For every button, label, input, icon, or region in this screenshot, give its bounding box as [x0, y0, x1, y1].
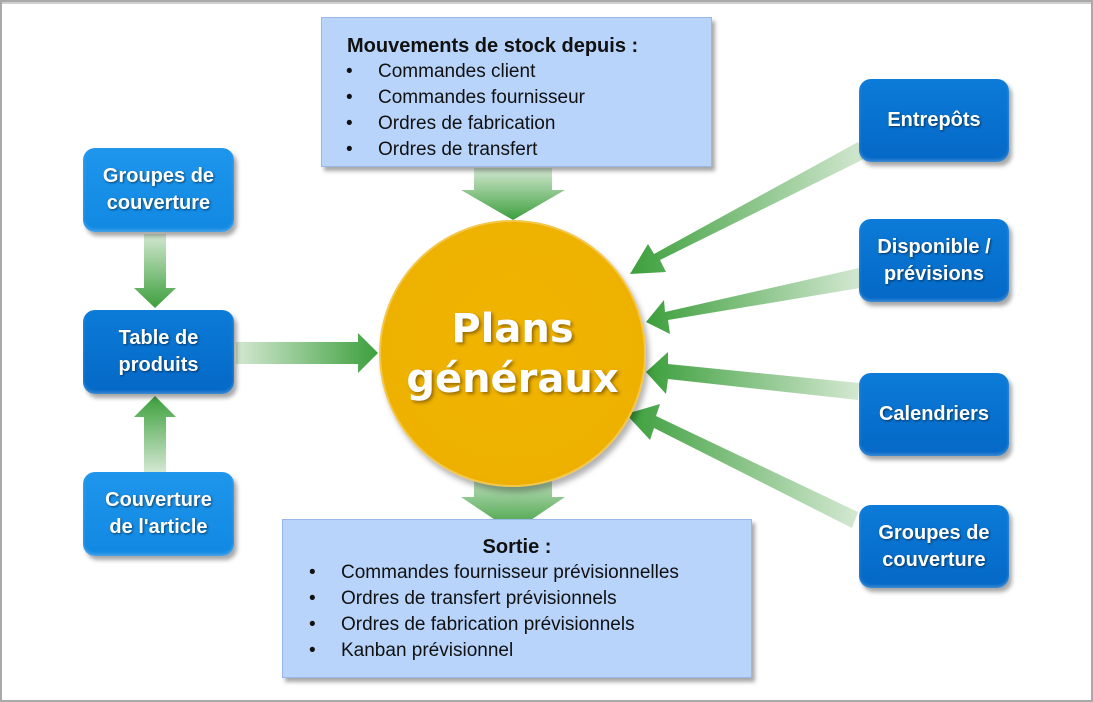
list-item: Commandes fournisseur prévisionnelles	[285, 560, 751, 586]
list-item: Ordres de fabrication prévisionnels	[285, 612, 751, 638]
node-coverage-groups-right: Groupes de couverture	[859, 505, 1009, 588]
node-calendars: Calendriers	[859, 373, 1009, 456]
node-item-coverage: Couverture de l'article	[83, 472, 234, 556]
list-item: Commandes client	[322, 59, 711, 85]
arrow-warehouses-to-center	[630, 142, 866, 274]
node-label: Disponible /	[877, 235, 991, 258]
arrow-table-to-center	[236, 333, 378, 373]
node-label: couverture	[882, 548, 986, 571]
center-label-line1: Plans	[451, 305, 574, 352]
arrow-coverage-groups-to-center	[626, 404, 858, 528]
node-label: prévisions	[883, 262, 985, 285]
node-availability-forecasts: Disponible / prévisions	[859, 219, 1009, 302]
node-label: Calendriers	[878, 403, 990, 425]
arrow-input-to-center	[461, 168, 565, 220]
node-coverage-groups-left: Groupes de couverture	[83, 148, 234, 232]
center-plans-node: Plans généraux	[379, 220, 646, 487]
output-box-list: Commandes fournisseur prévisionnelles Or…	[283, 560, 751, 664]
node-label: Couverture	[105, 489, 212, 511]
node-label: couverture	[106, 192, 211, 214]
list-item: Ordres de transfert	[322, 137, 711, 163]
node-label: Groupes de	[102, 165, 215, 187]
input-box-title: Mouvements de stock depuis :	[347, 35, 639, 57]
node-label: Entrepôts	[887, 109, 981, 131]
output-box: Sortie : Commandes fournisseur prévision…	[282, 519, 752, 678]
input-box-list: Commandes client Commandes fournisseur O…	[322, 59, 711, 163]
arrow-availability-to-center	[646, 268, 860, 334]
arrow-calendars-to-center	[646, 352, 859, 400]
node-label: produits	[118, 354, 199, 376]
arrow-center-to-output	[461, 470, 565, 532]
arrow-coverage-to-table	[134, 396, 176, 472]
node-label: de l'article	[109, 516, 208, 538]
list-item: Ordres de fabrication	[322, 111, 711, 137]
list-item: Ordres de transfert prévisionnels	[285, 586, 751, 612]
node-label: Groupes de	[878, 521, 990, 544]
node-warehouses: Entrepôts	[859, 79, 1009, 162]
center-label-line2: généraux	[406, 355, 619, 402]
output-box-title: Sortie :	[482, 536, 552, 558]
list-item: Kanban prévisionnel	[285, 638, 751, 664]
node-label: Table de	[118, 327, 199, 349]
arrow-groups-to-table	[134, 234, 176, 308]
list-item: Commandes fournisseur	[322, 85, 711, 111]
input-movements-box: Mouvements de stock depuis : Commandes c…	[321, 17, 712, 167]
node-product-table: Table de produits	[83, 310, 234, 394]
